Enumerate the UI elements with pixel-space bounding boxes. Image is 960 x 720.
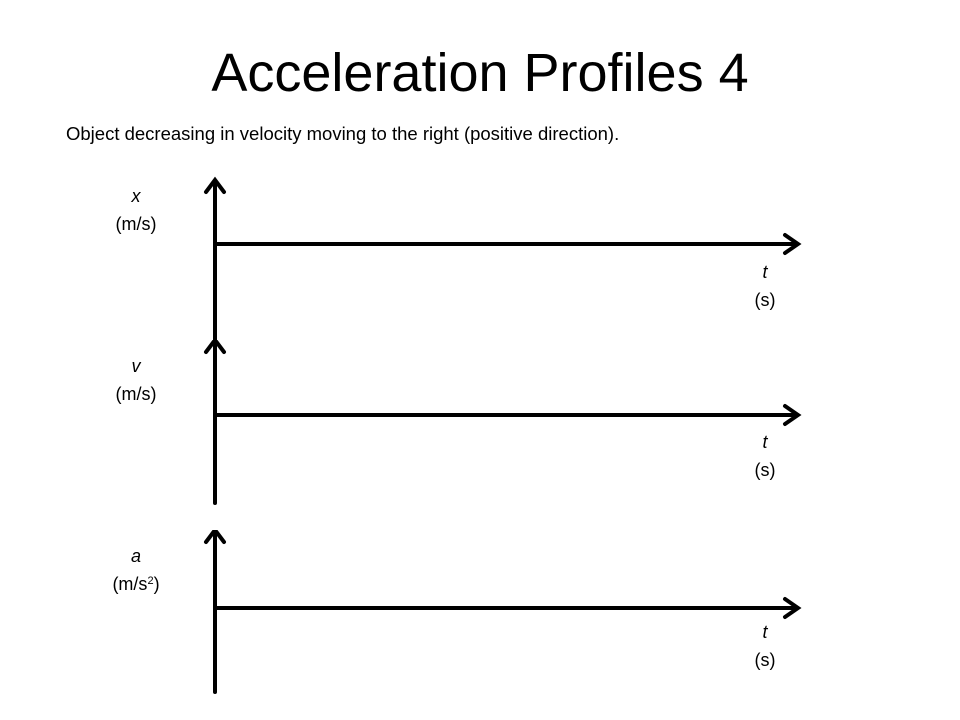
velocity-axes	[204, 340, 802, 505]
y-axis-label: a (m/s2)	[100, 542, 172, 598]
x-axis-arrowhead	[783, 597, 802, 619]
y-axis-unit-close: )	[153, 574, 160, 594]
x-axis-label: t (s)	[730, 618, 800, 674]
x-axis-symbol: t	[762, 262, 768, 282]
y-axis-unit-exponent: 2	[147, 575, 154, 587]
x-axis-symbol: t	[762, 432, 768, 452]
acceleration-time-graph: a (m/s2) t (s)	[0, 530, 960, 715]
velocity-time-graph: v (m/s) t (s)	[0, 340, 960, 525]
x-axis-symbol: t	[762, 622, 768, 642]
y-axis-unit: (m/s)	[115, 214, 157, 234]
y-axis-unit: (m/s)	[115, 384, 157, 404]
y-axis-unit: (m/s2)	[100, 570, 172, 598]
x-axis-arrowhead	[783, 233, 802, 255]
y-axis-label: v (m/s)	[100, 352, 172, 408]
slide-subtitle: Object decreasing in velocity moving to …	[66, 123, 620, 144]
position-axes	[204, 176, 802, 350]
x-axis-unit: (s)	[754, 290, 776, 310]
y-axis-arrowhead	[204, 176, 226, 194]
y-axis-symbol: v	[131, 356, 141, 376]
slide-title: Acceleration Profiles 4	[211, 43, 749, 103]
x-axis-label: t (s)	[730, 258, 800, 314]
acceleration-axes	[204, 530, 802, 694]
y-axis-symbol: a	[130, 546, 141, 566]
y-axis-arrowhead	[204, 530, 226, 544]
y-axis-unit-base: (m/s	[112, 574, 148, 594]
position-time-graph: x (m/s) t (s)	[0, 170, 960, 355]
y-axis-arrowhead	[204, 340, 226, 354]
x-axis-unit: (s)	[754, 650, 776, 670]
y-axis-symbol: x	[131, 186, 141, 206]
x-axis-label: t (s)	[730, 428, 800, 484]
x-axis-arrowhead	[783, 404, 802, 426]
y-axis-label: x (m/s)	[100, 182, 172, 238]
x-axis-unit: (s)	[754, 460, 776, 480]
